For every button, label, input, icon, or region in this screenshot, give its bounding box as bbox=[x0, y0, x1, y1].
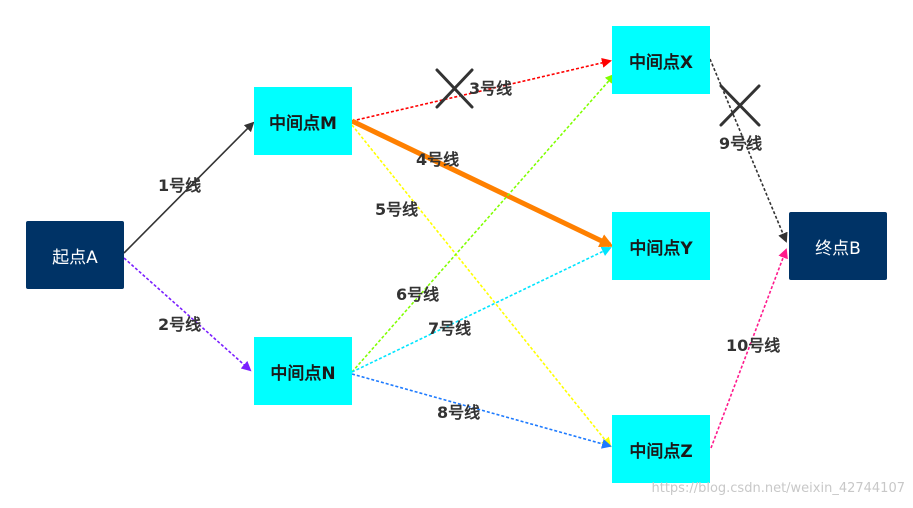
edge-label-8: 8号线 bbox=[437, 403, 481, 422]
edge-label-4: 4号线 bbox=[416, 150, 460, 169]
node-n[interactable]: 中间点N bbox=[254, 337, 352, 405]
node-end-b[interactable]: 终点B bbox=[789, 212, 887, 280]
edge-label-9: 9号线 bbox=[719, 134, 763, 153]
edge-1 bbox=[123, 121, 255, 254]
edge-10 bbox=[710, 248, 788, 449]
edge-label-10: 10号线 bbox=[726, 336, 781, 355]
edge-8 bbox=[351, 373, 612, 449]
edge-7 bbox=[351, 246, 612, 373]
blocked-mark-edge-3 bbox=[435, 68, 474, 109]
watermark-text: https://blog.csdn.net/weixin_42744107 bbox=[651, 481, 905, 496]
edge-label-7: 7号线 bbox=[428, 319, 472, 338]
edge-label-2: 2号线 bbox=[158, 315, 202, 334]
node-x[interactable]: 中间点X bbox=[612, 26, 710, 94]
edge-6 bbox=[351, 73, 616, 373]
edge-label-5: 5号线 bbox=[375, 200, 419, 219]
blocked-mark-edge-9 bbox=[719, 84, 761, 127]
node-start-a[interactable]: 起点A bbox=[26, 221, 124, 289]
node-z[interactable]: 中间点Z bbox=[612, 415, 710, 483]
node-m[interactable]: 中间点M bbox=[254, 87, 352, 155]
edge-5 bbox=[351, 124, 612, 448]
edge-label-1: 1号线 bbox=[158, 176, 202, 195]
edge-4 bbox=[350, 118, 614, 248]
edge-label-6: 6号线 bbox=[396, 285, 440, 304]
node-y[interactable]: 中间点Y bbox=[612, 212, 710, 280]
edge-3 bbox=[351, 57, 612, 122]
edge-label-3: 3号线 bbox=[469, 79, 513, 98]
edge-2 bbox=[123, 257, 252, 372]
